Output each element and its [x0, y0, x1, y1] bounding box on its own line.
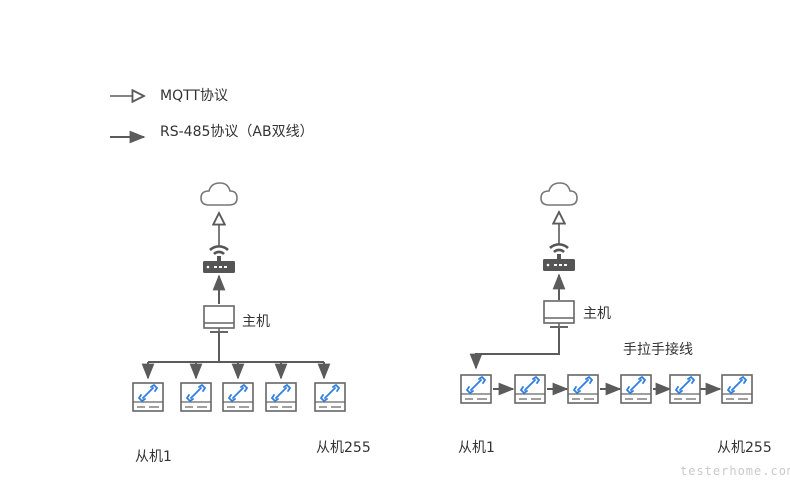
wiring-label: 手拉手接线 [623, 342, 693, 358]
rs485-bus-lines [141, 333, 331, 380]
slave-device-icon [460, 374, 492, 404]
slave-device-icon [620, 374, 652, 404]
left-host-label: 主机 [242, 314, 270, 330]
host-to-first-slave-line [469, 328, 560, 370]
slave-device-icon [669, 374, 701, 404]
left-slave-first-label: 从机1 [135, 449, 172, 465]
slave-device-icon [180, 382, 212, 412]
right-slave-last-label: 从机255 [717, 440, 772, 456]
legend-mqtt-label: MQTT协议 [160, 88, 228, 104]
right-slave-first-label: 从机1 [458, 440, 495, 456]
slave-device-icon [514, 374, 546, 404]
left-slave-last-label: 从机255 [316, 440, 371, 456]
slave-device-icon [314, 382, 346, 412]
watermark: testerhome.com [680, 464, 790, 478]
legend-rs485-label: RS-485协议（AB双线） [160, 124, 314, 140]
right-host-label: 主机 [583, 306, 611, 322]
slave-device-icon [721, 374, 753, 404]
slave-device-icon [132, 382, 164, 412]
host-computer-icon [203, 305, 235, 333]
slave-device-icon [222, 382, 254, 412]
cloud-icon [540, 182, 578, 206]
router-icon [201, 245, 237, 275]
slave-device-icon [265, 382, 297, 412]
slave-device-icon [567, 374, 599, 404]
cloud-icon [200, 182, 238, 206]
router-icon [541, 243, 577, 273]
host-computer-icon [543, 300, 575, 328]
